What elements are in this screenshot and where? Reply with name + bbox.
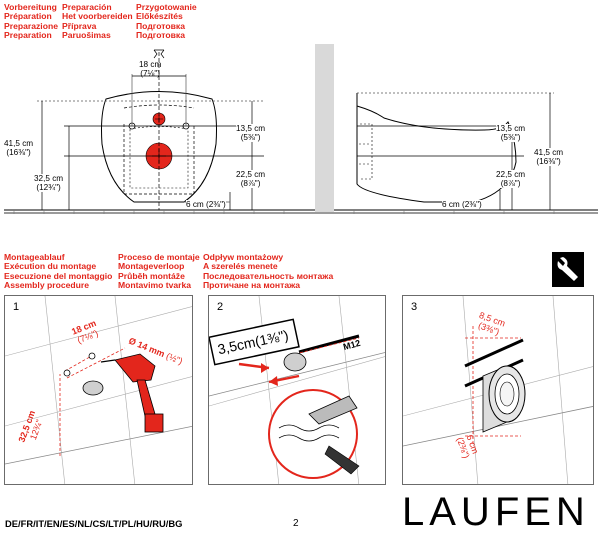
floor-hatch [13, 210, 555, 214]
step2-panel: 2 3,5cm(1⅜") M12 [208, 295, 386, 485]
hand-icon [324, 445, 360, 475]
page-number: 2 [293, 518, 299, 529]
step1-number: 1 [13, 301, 20, 313]
front-dim-left-total: 41,5 cm(16⅜") [4, 139, 34, 158]
preparation-drawing: 18 cm(7⅛") 41,5 cm(16⅜") 32,5 cm(12¾") 1… [4, 44, 598, 214]
front-dim-right-upper: 13,5 cm(5⅜") [236, 124, 266, 143]
front-dim-right-lower: 22,5 cm(8⅞") [236, 170, 266, 189]
drain-collar [82, 380, 104, 396]
step1-dimension-lines [59, 347, 126, 456]
step3-dimension-lines [465, 326, 521, 446]
front-and-side-view-svg [4, 49, 598, 214]
drain-collar [283, 352, 307, 372]
toilet-side-outline [356, 93, 517, 203]
side-dim-right-upper: 13,5 cm(5⅜") [496, 124, 526, 143]
front-dim-left-hole: 32,5 cm(12¾") [34, 174, 64, 193]
side-dim-total: 41,5 cm(16⅜") [534, 148, 564, 167]
side-dimension-lines [357, 92, 554, 210]
step3-number: 3 [411, 301, 418, 313]
water-drain-symbol-icon [153, 49, 165, 59]
drill-icon [100, 353, 164, 433]
wrench-icon [552, 252, 584, 287]
step2-number: 2 [217, 301, 224, 313]
step3-panel: 3 8,5 cm(3⅜") 6 cm(2⅜") [402, 295, 594, 485]
step2-depth-box [209, 318, 300, 366]
footer-languages: DE/FR/IT/EN/ES/NL/CS/LT/PL/HU/RU/BG [5, 518, 183, 529]
drain-connector [482, 365, 526, 433]
laufen-logo: LAUFEN [402, 490, 590, 534]
side-dim-right-lower: 22,5 cm(8⅞") [496, 170, 526, 189]
front-dim-bottom: 6 cm (2⅜") [186, 200, 226, 210]
front-dim-top: 18 cm(7⅛") [139, 60, 162, 79]
tile-grid [5, 296, 192, 484]
side-dim-bottom: 6 cm (2⅜") [442, 200, 482, 210]
